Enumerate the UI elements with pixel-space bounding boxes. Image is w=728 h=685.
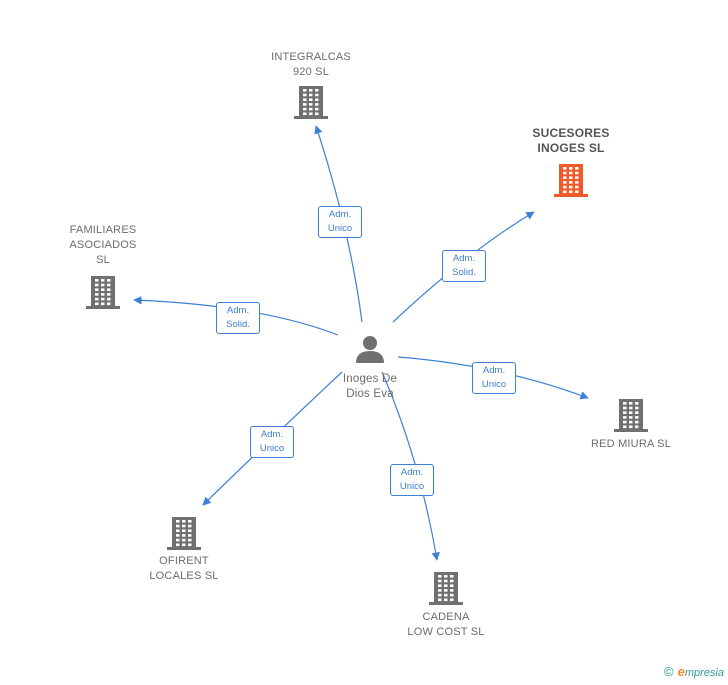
company-name-ofirent[interactable]: OFIRENT LOCALES SL [149,555,219,582]
company-name-redmiura[interactable]: RED MIURA SL [590,438,672,450]
person-name[interactable]: Inoges De Dios Eva [342,373,398,400]
role-label-cadena[interactable]: Adm. Unico [390,464,434,496]
company-name-cadena[interactable]: CADENA LOW COST SL [407,611,485,638]
role-label-sucesores[interactable]: Adm. Solid. [442,250,486,282]
company-name-sucesores[interactable]: SUCESORES INOGES SL [532,126,610,155]
brand-name: mpresia [684,667,724,679]
building-icon [86,276,120,309]
edge-cadena [381,371,440,561]
company-name-integralcas[interactable]: INTEGRALCAS 920 SL [271,51,351,78]
company-name-familiares[interactable]: FAMILIARES ASOCIADOS SL [69,224,137,266]
role-label-integralcas[interactable]: Adm. Unico [318,206,362,238]
role-label-ofirent[interactable]: Adm. Unico [250,426,294,458]
building-icon [554,164,588,197]
brand-initial: e [677,664,685,679]
copyright-icon: © [664,664,674,679]
building-icon [294,86,328,119]
role-label-redmiura[interactable]: Adm. Unico [472,362,516,394]
person-icon [356,336,384,363]
building-icon [614,399,648,432]
building-icon [167,517,201,550]
brand-footer: ©empresia [664,664,724,679]
building-icon [429,572,463,605]
role-label-familiares[interactable]: Adm. Solid. [216,302,260,334]
